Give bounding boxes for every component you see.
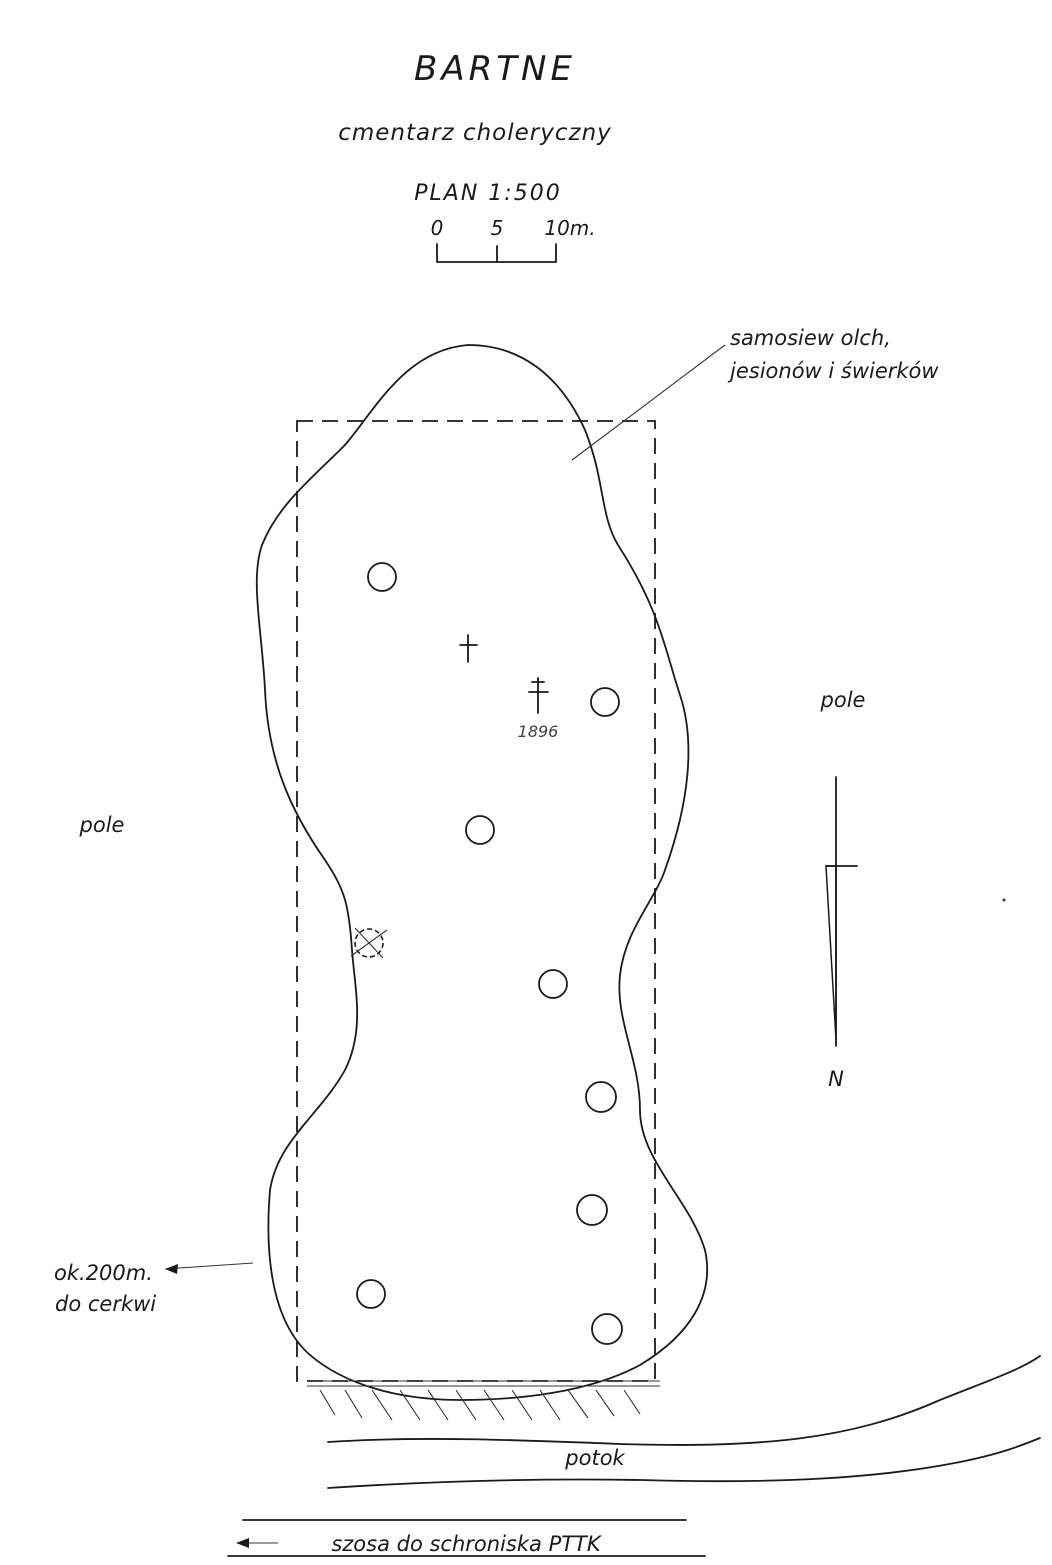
- cross-icon: [459, 634, 478, 663]
- scale-bar-line: [436, 243, 557, 263]
- arrowhead-icon: [165, 1264, 178, 1274]
- vegetation-label-line1: samosiew olch,: [730, 326, 891, 350]
- plan-subtitle: cmentarz choleryczny: [338, 120, 612, 146]
- field-label-east: pole: [820, 688, 866, 712]
- vegetation-outline: [255, 344, 709, 1401]
- scan-dot: [1002, 898, 1006, 902]
- scale-tick-0: 0: [431, 216, 444, 240]
- grave-circle: [576, 1194, 608, 1226]
- church-distance-label: ok.200m.: [54, 1261, 153, 1285]
- grave-circle: [590, 687, 620, 717]
- north-arrow-icon: [825, 776, 858, 1047]
- grave-circle: [465, 815, 495, 845]
- church-direction-arrow: [164, 1262, 254, 1270]
- cross-date-label: 1896: [518, 722, 559, 741]
- church-direction-label: do cerkwi: [55, 1292, 156, 1316]
- field-label-west: pole: [79, 813, 125, 837]
- grave-circle: [356, 1279, 386, 1309]
- stream-bank-south: [327, 1437, 1041, 1489]
- scale-bar: 0 5 10m.: [431, 216, 596, 263]
- cemetery-boundary-dashed: [296, 420, 656, 1382]
- slope-hatching: [307, 1380, 660, 1421]
- vegetation-label-line2: jesionów i świerków: [727, 359, 939, 383]
- arrowhead-icon: [236, 1538, 249, 1548]
- north-label: N: [828, 1067, 844, 1091]
- dated-cross-icon: [528, 677, 549, 714]
- road-label: szosa do schroniska PTTK: [331, 1532, 603, 1556]
- grave-circle: [367, 562, 397, 592]
- grave-circle: [538, 969, 568, 999]
- plan-scale-label: PLAN 1:500: [414, 181, 561, 206]
- scale-tick-10: 10m.: [544, 216, 595, 240]
- grave-markers: [356, 562, 623, 1345]
- stream-label: potok: [564, 1446, 625, 1470]
- grave-circle: [585, 1081, 617, 1113]
- scale-tick-5: 5: [491, 216, 504, 240]
- grave-circle: [591, 1313, 623, 1345]
- vegetation-leader-line: [571, 344, 726, 461]
- stream-bank-north: [327, 1355, 1041, 1446]
- tree-symbol: [350, 927, 388, 959]
- plan-title: BARTNE: [414, 49, 576, 89]
